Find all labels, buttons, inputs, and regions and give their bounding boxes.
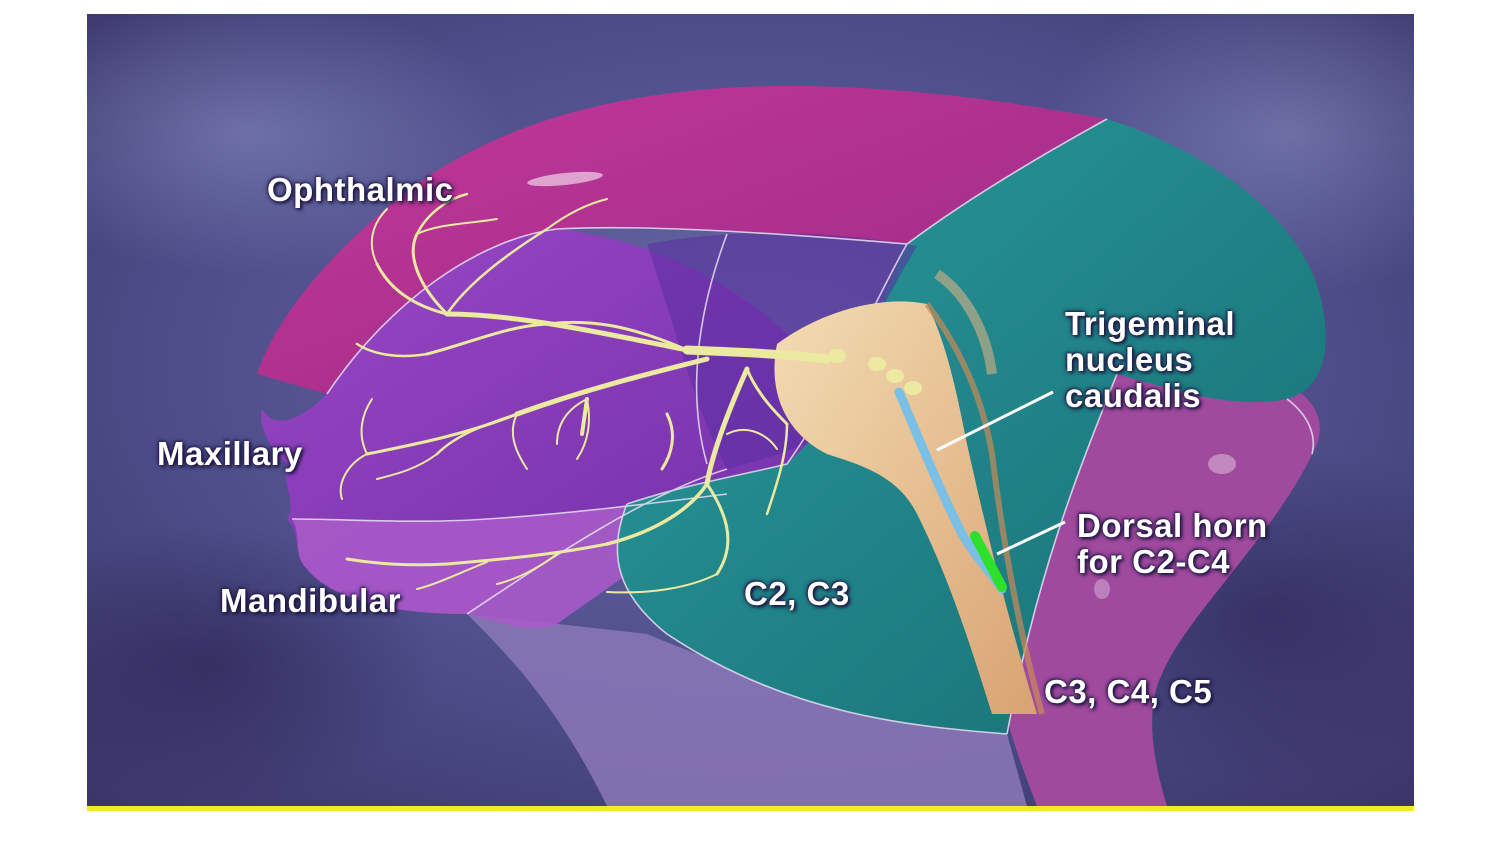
label-leader-lines — [936, 390, 1066, 556]
trigeminal-nerve-branches — [339, 192, 832, 594]
label-line: for C2-C4 — [1077, 543, 1231, 580]
ganglion-dots — [828, 349, 922, 395]
cerebellum-edge — [934, 269, 997, 375]
c2-c3-region — [617, 119, 1326, 734]
neck-front-region — [467, 614, 1027, 806]
label-line: Trigeminal — [1065, 305, 1236, 342]
label-line: caudalis — [1065, 377, 1202, 414]
label-mandibular: Mandibular — [220, 582, 402, 619]
brainstem — [774, 301, 1037, 714]
mandibular-region — [292, 494, 727, 629]
label-c3-c4-c5: C3, C4, C5 — [1044, 673, 1213, 710]
ophthalmic-region — [257, 85, 1107, 394]
brainstem-outline — [924, 302, 1045, 715]
highlight — [1208, 454, 1236, 474]
label-dorsal-horn: Dorsal horn for C2-C4 — [1077, 508, 1268, 580]
label-trigeminal-nucleus-caudalis: Trigeminal nucleus caudalis — [1065, 306, 1235, 414]
label-maxillary: Maxillary — [157, 435, 303, 472]
trigeminal-dermatome-illustration: Ophthalmic Maxillary Mandibular Trigemin… — [87, 14, 1414, 806]
highlight — [1094, 579, 1110, 599]
label-ophthalmic: Ophthalmic — [267, 171, 454, 208]
illustration-svg — [87, 14, 1414, 806]
dorsal-horn — [970, 531, 1007, 592]
label-line: Dorsal horn — [1077, 507, 1268, 544]
bottom-rule — [87, 806, 1414, 811]
label-line: nucleus — [1065, 341, 1194, 378]
label-c2-c3: C2, C3 — [744, 575, 850, 612]
highlight — [527, 171, 603, 187]
